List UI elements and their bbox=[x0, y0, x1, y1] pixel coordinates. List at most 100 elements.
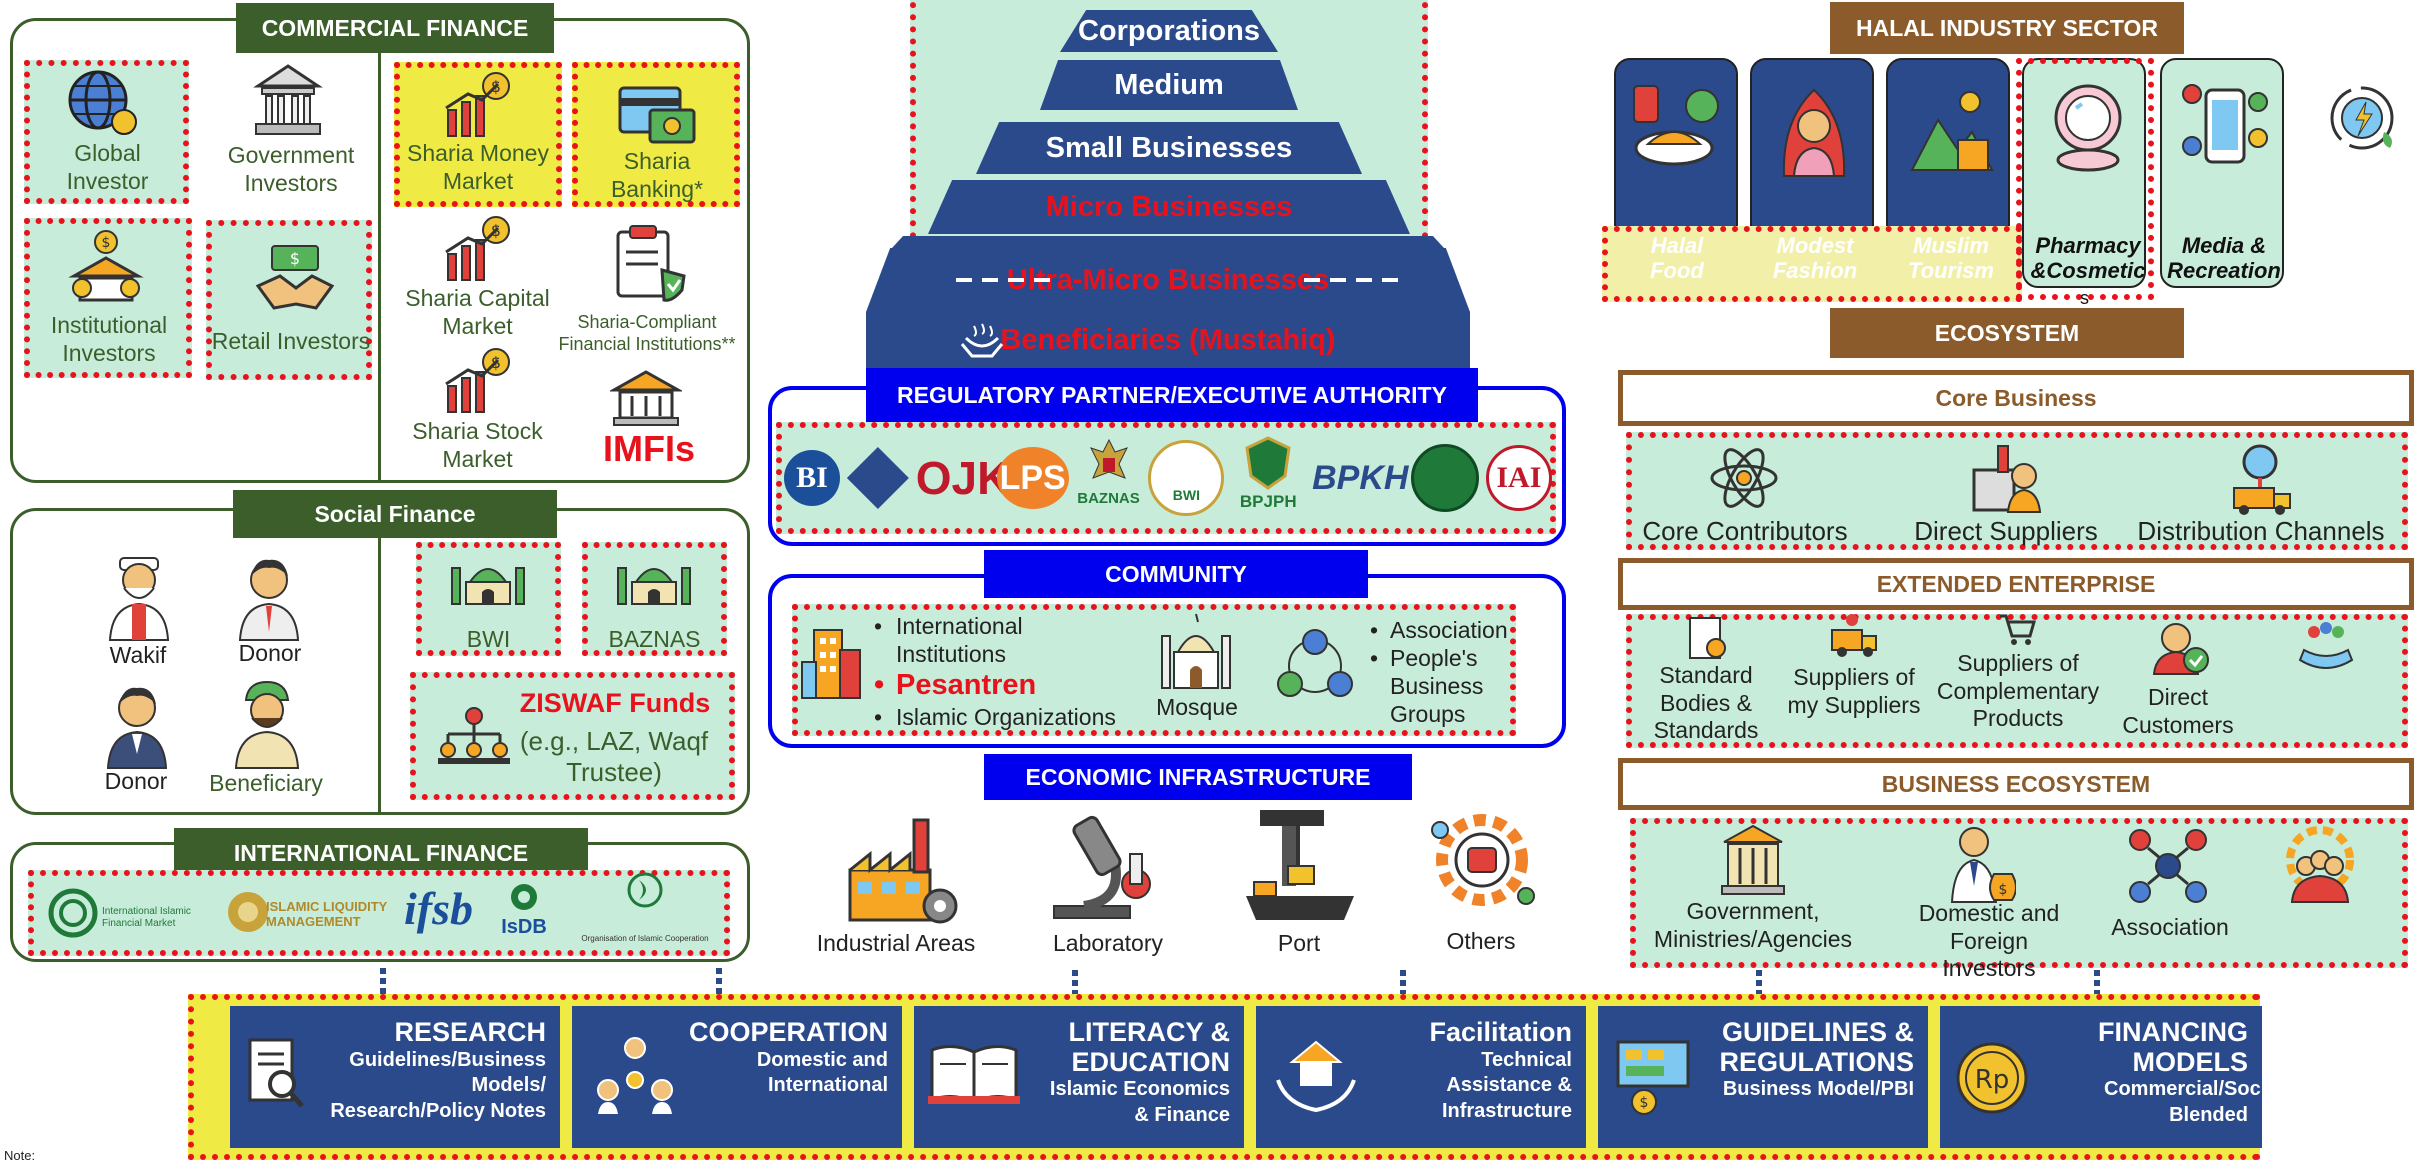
modest-fashion-label: Modest Fashion bbox=[1772, 233, 1858, 283]
customer-check-icon bbox=[2152, 623, 2209, 675]
ultra-micro-label: Ultra-Micro Businesses bbox=[1006, 264, 1330, 296]
community-items-box bbox=[792, 604, 1516, 736]
retail-investors-label: Retail Investors bbox=[211, 328, 371, 354]
global-investor-label: Global Investor bbox=[66, 140, 149, 194]
sharia-money-market-label: Sharia Money Market bbox=[407, 140, 549, 194]
bullet: • bbox=[874, 669, 885, 702]
ultra-micro-dash-left bbox=[956, 278, 1052, 282]
handshake-money-icon: $ bbox=[255, 245, 335, 310]
research-document-icon bbox=[248, 1038, 304, 1108]
laboratory-label: Laboratory bbox=[1053, 930, 1163, 956]
open-book-icon bbox=[928, 1045, 1020, 1105]
government-ministries-label: Government, Ministries/Agencies bbox=[1653, 898, 1853, 952]
rupiah-coin-icon: Rp bbox=[1956, 1042, 2028, 1114]
hands-people-icon bbox=[2298, 622, 2354, 669]
literacy-title: LITERACY & EDUCATION bbox=[1068, 1017, 1230, 1077]
oic-mark-icon bbox=[627, 872, 663, 908]
cooperation-subtitle: Domestic and International bbox=[756, 1048, 888, 1097]
financing-subtitle: Commercial/Social/ Blended bbox=[2104, 1078, 2289, 1126]
sharia-compliant-institutions-label: Sharia-Compliant Financial Institutions*… bbox=[558, 312, 736, 354]
port-crane-icon bbox=[1246, 810, 1354, 920]
distribution-icon bbox=[2233, 444, 2291, 515]
team-gear-icon bbox=[2286, 826, 2354, 903]
pharmacy-label: Pharmacy &Cosmetic bbox=[2030, 233, 2146, 283]
ilm-logo: ISLAMIC LIQUIDITY MANAGEMENT bbox=[226, 880, 388, 948]
sharia-stock-market-label: Sharia Stock Market bbox=[412, 418, 543, 472]
government-investors-label: Government Investors bbox=[227, 142, 355, 196]
international-logos-box bbox=[28, 870, 730, 956]
iai-logo: IAI bbox=[1485, 445, 1552, 511]
bpjph-logo-text: BPJPH bbox=[1239, 492, 1297, 511]
research-subtitle: Guidelines/Business Models/ Research/Pol… bbox=[330, 1048, 546, 1122]
money-growth-icon: $ bbox=[445, 72, 510, 137]
note-label: Note: bbox=[4, 1148, 36, 1161]
baznas-logo-text: BAZNAS bbox=[1077, 490, 1140, 507]
food-plate-icon bbox=[1633, 85, 1719, 166]
industrial-areas-label: Industrial Areas bbox=[816, 930, 976, 956]
bank-building-icon bbox=[610, 370, 682, 426]
social-divider bbox=[378, 536, 381, 815]
bi-logo: BI bbox=[784, 450, 840, 506]
core-contributors-label: Core Contributors bbox=[1642, 516, 1848, 546]
lps-logo: LPS bbox=[996, 447, 1069, 509]
connector-6 bbox=[2094, 970, 2100, 998]
ziswaf-box bbox=[410, 672, 735, 800]
halal-food-label: Halal Food bbox=[1650, 233, 1704, 283]
network-people-icon bbox=[1277, 629, 1353, 697]
community-item-business-groups: •People's Business Groups bbox=[1370, 645, 1484, 728]
ojk-logo: OJK bbox=[915, 452, 1011, 504]
extended-enterprise-title: EXTENDED ENTERPRISE bbox=[1618, 558, 2414, 610]
wakif-person-icon bbox=[108, 557, 170, 641]
tier-micro-businesses: Micro Businesses bbox=[928, 180, 1410, 234]
financing-title: FINANCING MODELS bbox=[2098, 1017, 2248, 1077]
donor-person-icon bbox=[238, 559, 300, 641]
literacy-card: LITERACY & EDUCATION Islamic Economics &… bbox=[914, 1006, 1244, 1148]
house-hands-icon bbox=[1276, 1040, 1356, 1113]
garuda-icon bbox=[1089, 438, 1128, 479]
compliance-clipboard-icon bbox=[616, 225, 686, 302]
cooperation-people-icon bbox=[597, 1037, 673, 1114]
association-label: Association bbox=[2111, 914, 2229, 940]
svg-text:$: $ bbox=[1999, 882, 2008, 898]
kemenkeu-logo: Kemenkeu bbox=[846, 447, 909, 509]
banking-card-icon bbox=[618, 86, 696, 144]
halal-shield-icon bbox=[1245, 436, 1291, 490]
media-label: Media & Recreation bbox=[2167, 233, 2281, 283]
association-network-icon bbox=[2129, 829, 2207, 903]
sharia-capital-market-label: Sharia Capital Market bbox=[405, 285, 550, 339]
compact-mirror-icon bbox=[2054, 84, 2122, 172]
regulatory-title: REGULATORY PARTNER/EXECUTIVE AUTHORITY bbox=[866, 368, 1478, 422]
community-item-islamic-orgs: •Islamic Organizations bbox=[874, 704, 1116, 731]
halal-title: HALAL INDUSTRY SECTOR bbox=[1830, 2, 2184, 54]
gears-icon bbox=[1431, 814, 1535, 906]
guidelines-title: GUIDELINES & REGULATIONS bbox=[1719, 1017, 1915, 1077]
hands-charity-icon bbox=[960, 323, 1004, 358]
regulatory-logos-row: BI Kemenkeu OJK LPS BAZNAS BWI BPJPH BPK… bbox=[784, 432, 1552, 524]
bwi-label: BWI bbox=[466, 626, 511, 652]
domestic-foreign-investors-label: Domestic and Foreign Investors bbox=[1918, 900, 2060, 982]
oic-logo: Organisation of Islamic Cooperation bbox=[570, 870, 720, 954]
standard-bodies-label: Standard Bodies & Standards bbox=[1653, 662, 1759, 744]
supplier-factory-icon bbox=[1972, 445, 2042, 513]
direct-customers-label: Direct Customers bbox=[2122, 684, 2234, 738]
financing-card: Rp FINANCING MODELS Commercial/Social/ B… bbox=[1940, 1006, 2289, 1148]
svg-text:$: $ bbox=[1640, 1095, 1649, 1111]
connector-4 bbox=[1400, 970, 1406, 998]
group-structure-icon bbox=[438, 707, 510, 764]
tier-beneficiaries: Beneficiaries (Mustahiq) bbox=[866, 312, 1470, 368]
connector-5 bbox=[1756, 970, 1762, 998]
core-business-title: Core Business bbox=[1618, 370, 2414, 426]
cooperation-card: COOPERATION Domestic and International bbox=[572, 1006, 902, 1148]
research-card: RESEARCH Guidelines/Business Models/ Res… bbox=[230, 1006, 560, 1148]
stock-market-icon: $ bbox=[445, 348, 510, 413]
mui-logo: MUI bbox=[1411, 444, 1479, 512]
beneficiaries-label: Beneficiaries (Mustahiq) bbox=[1000, 324, 1336, 356]
connector-3 bbox=[1072, 970, 1078, 998]
ifsb-logo: ifsb bbox=[404, 883, 473, 934]
guidelines-subtitle: Business Model/PBI bbox=[1722, 1078, 1914, 1101]
hijab-woman-icon bbox=[1782, 88, 1846, 177]
tier-small-businesses: Small Businesses bbox=[976, 122, 1362, 174]
connector-2 bbox=[716, 968, 722, 996]
office-building-icon bbox=[801, 629, 861, 699]
muslim-tourism-label: Muslim Tourism bbox=[1908, 233, 1994, 283]
